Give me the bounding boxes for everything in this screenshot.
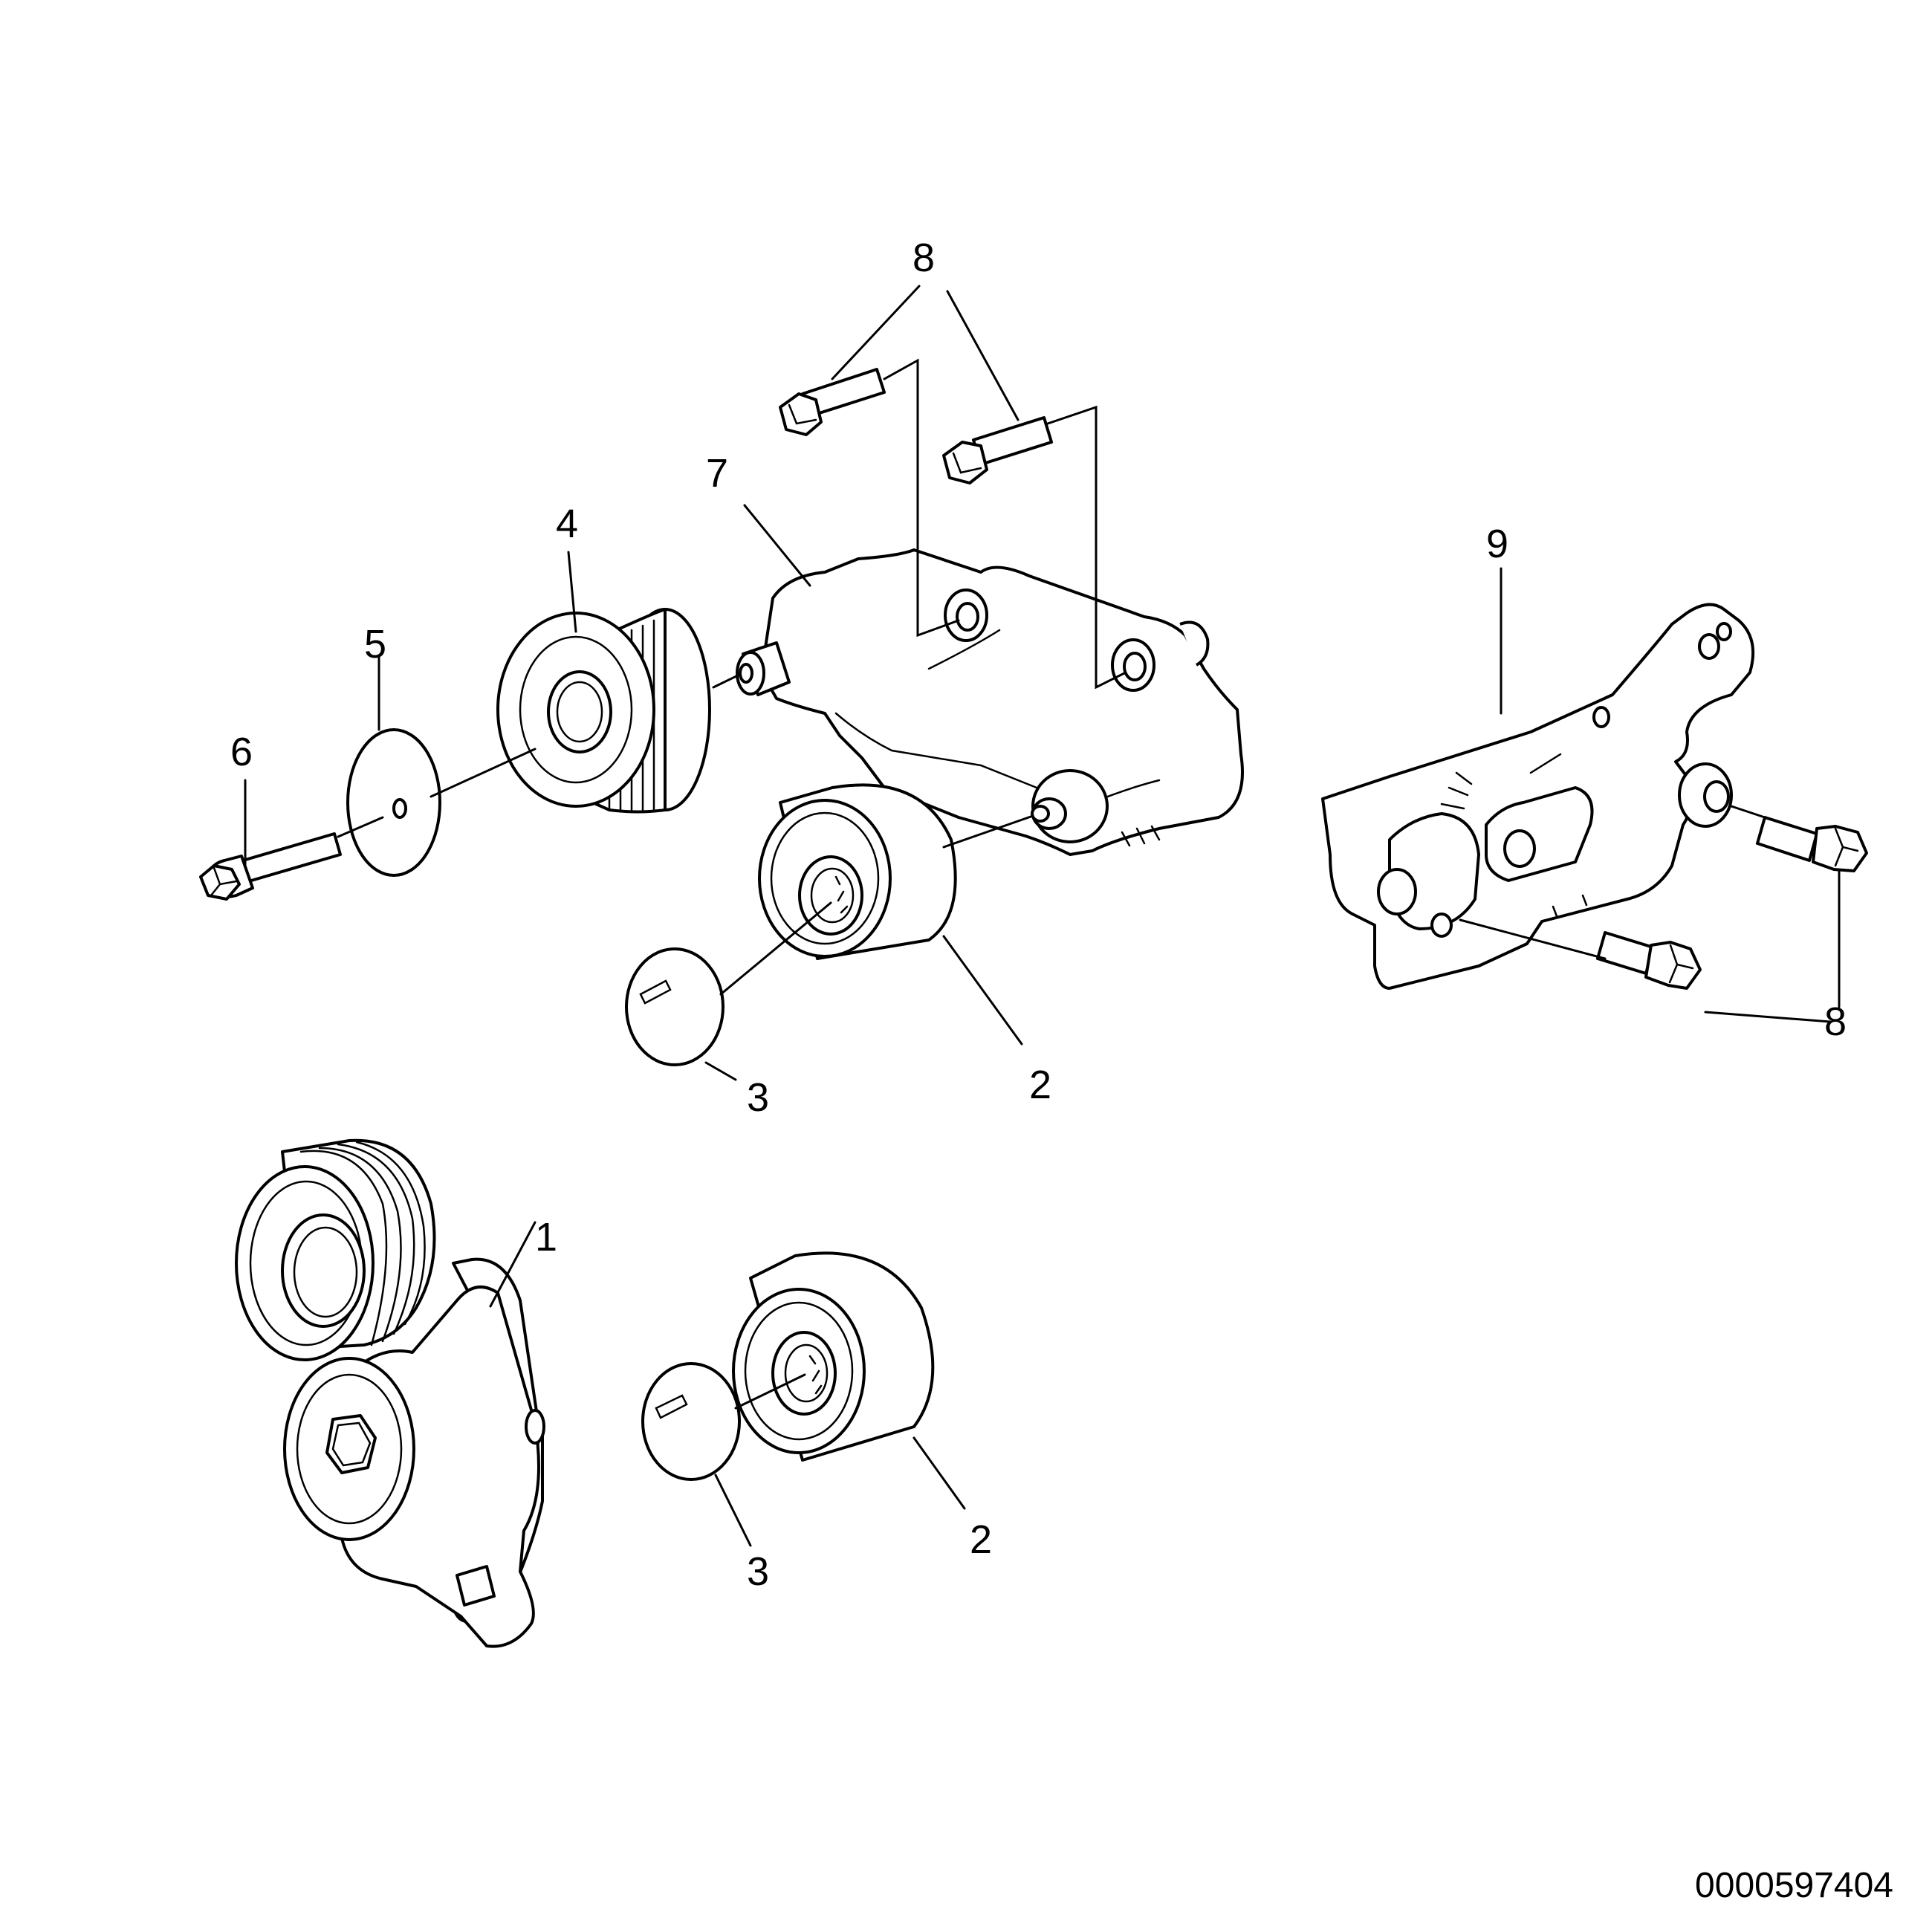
part-8-bolt-right-lower [1596, 931, 1702, 990]
part-2-idler-pulley-bottom [732, 1251, 935, 1462]
callout-2-top: 2 [1029, 1063, 1051, 1107]
document-number: 0000597404 [1695, 1866, 1893, 1905]
part-6-bolt [199, 832, 342, 901]
part-8-bolt-top-left [779, 368, 886, 436]
callout-2-bottom: 2 [970, 1517, 992, 1562]
part-9-mounting-bracket [1321, 603, 1755, 990]
part-7-tensioner-bracket [736, 548, 1244, 856]
callout-4: 4 [556, 502, 578, 546]
callout-1: 1 [535, 1215, 557, 1260]
callout-3-top: 3 [747, 1075, 769, 1120]
callout-8-right: 8 [1824, 999, 1847, 1044]
part-5-washer [346, 728, 441, 877]
leader-lines [244, 285, 1841, 1547]
part-8-bolt-top-right [942, 416, 1053, 484]
part-3-dust-cap-bottom [641, 1362, 741, 1481]
part-2-idler-pulley-top [758, 783, 957, 960]
part-4-grooved-pulley [496, 608, 711, 814]
part-8-bolt-right-upper [1756, 816, 1868, 872]
assembly-axis-lines [337, 358, 1766, 1410]
part-1-belt-tensioner [235, 1138, 545, 1648]
callout-5: 5 [364, 622, 386, 667]
callout-3-bottom: 3 [747, 1549, 769, 1594]
part-3-dust-cap-top [625, 947, 724, 1066]
callout-8-top: 8 [912, 236, 935, 280]
callout-labels: 8 7 4 5 6 9 2 3 8 1 2 3 [230, 236, 1847, 1594]
callout-9: 9 [1486, 522, 1508, 566]
callout-7: 7 [706, 451, 728, 496]
callout-6: 6 [230, 730, 253, 774]
